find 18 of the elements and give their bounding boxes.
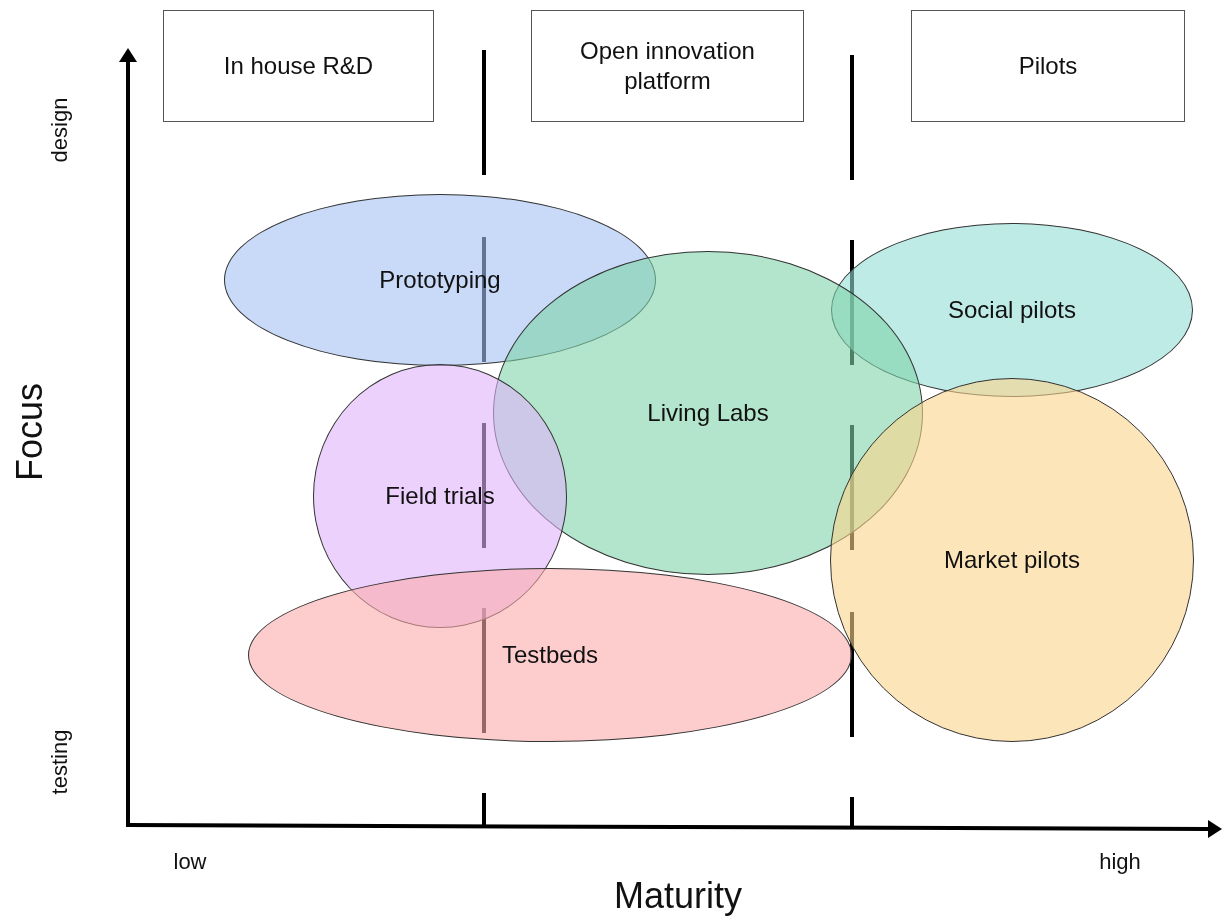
axis-end-label: high	[1099, 851, 1141, 873]
axis-end-label: low	[173, 851, 207, 873]
axis-end-label: testing	[49, 729, 71, 795]
stage-label: Open innovation platform	[579, 36, 756, 96]
category-label: Prototyping	[379, 265, 501, 295]
category-label: Field trials	[385, 481, 495, 511]
stage-box	[531, 10, 804, 122]
axis-end-label: design	[49, 97, 71, 163]
axis-title: Focus	[12, 383, 48, 481]
stage-box	[911, 10, 1185, 122]
stage-label: Pilots	[1017, 51, 1079, 81]
category-label: Social pilots	[947, 295, 1077, 325]
category-label: Testbeds	[501, 640, 599, 670]
axis-title: Maturity	[614, 878, 742, 914]
stage-label: In house R&D	[222, 51, 375, 81]
category-label: Market pilots	[943, 545, 1080, 575]
stage-box	[163, 10, 434, 122]
category-label: Living Labs	[647, 398, 769, 428]
